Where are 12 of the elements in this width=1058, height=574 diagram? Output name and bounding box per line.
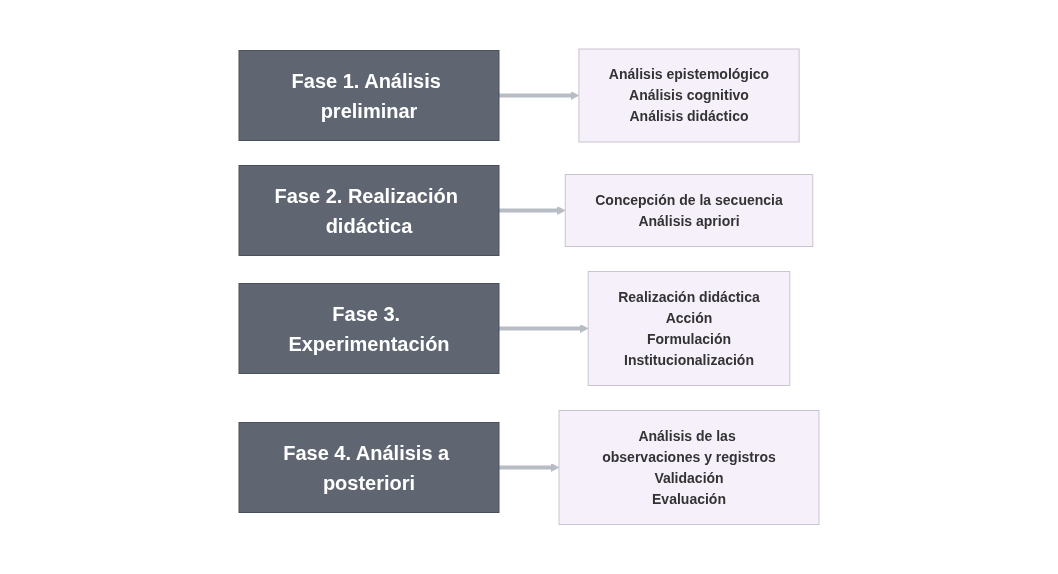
arrow <box>499 91 580 101</box>
node-box: Análisis epistemológico Análisis cognitivo Análisis didáctico <box>578 48 800 143</box>
node-box: Realización didáctica Acción Formulación Institucionalización <box>587 271 791 387</box>
arrow <box>499 206 566 216</box>
arrow <box>499 463 560 473</box>
node-box: Fase 4. Análisis a posteriori <box>238 422 500 514</box>
node-box: Fase 3. Experimentación <box>238 283 500 375</box>
node-box: Fase 2. Realización didáctica <box>238 165 500 257</box>
arrow <box>499 324 589 334</box>
node-box: Concepción de la secuencia Análisis apriori <box>564 174 814 248</box>
node-box: Fase 1. Análisis preliminar <box>238 50 500 142</box>
node-box: Análisis de las observaciones y registros Validación Evaluación <box>558 410 820 526</box>
